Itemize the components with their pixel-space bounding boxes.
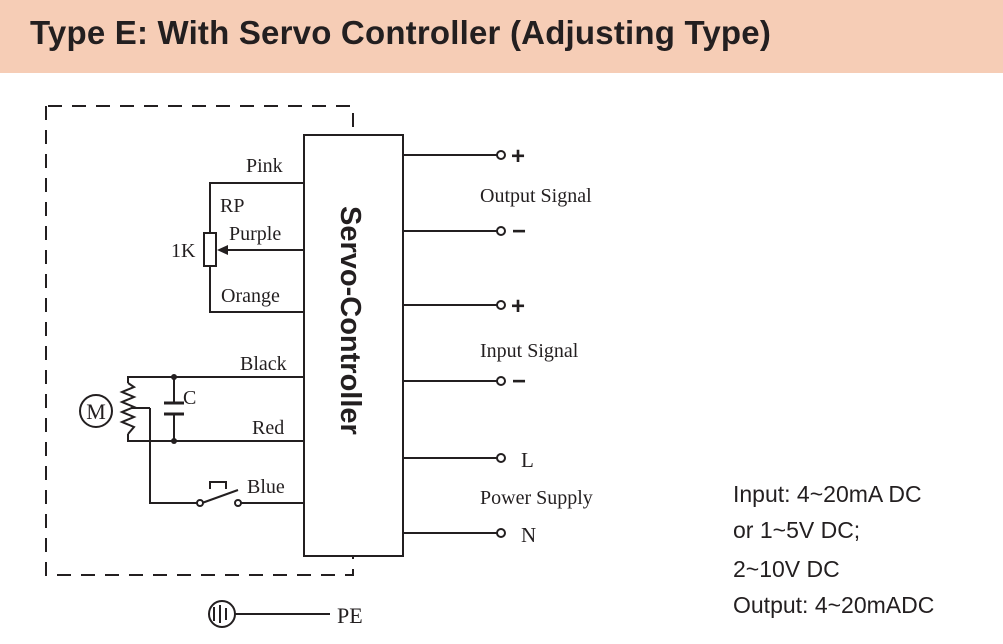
label-rp: RP	[220, 195, 244, 217]
spec-line-range-1: or 1~5V DC;	[733, 517, 861, 543]
spec-line-output: Output: 4~20mADC	[733, 592, 935, 618]
terminal-input-minus	[496, 376, 506, 386]
switch-contact-right	[234, 499, 242, 507]
controller-box	[303, 134, 404, 557]
terminal-label-output-minus: −	[512, 218, 526, 245]
label-blue: Blue	[247, 476, 285, 498]
switch-actuator	[209, 481, 227, 489]
page-title: Type E: With Servo Controller (Adjusting…	[30, 14, 772, 51]
controller-label: Servo-Controller	[334, 206, 366, 435]
junction-dot-red	[171, 438, 177, 444]
label-1k: 1K	[171, 240, 196, 262]
terminal-label-input-plus: +	[511, 293, 525, 320]
ground-symbol	[208, 600, 236, 628]
wire-pink	[209, 182, 304, 233]
motor-symbol	[79, 394, 113, 428]
label-pe: PE	[337, 603, 363, 628]
switch-contact-left	[196, 499, 204, 507]
label-orange: Orange	[221, 285, 280, 307]
wire-red	[127, 434, 304, 442]
label-purple: Purple	[229, 223, 281, 245]
group-power-supply: Power Supply	[480, 487, 593, 509]
potentiometer	[203, 232, 217, 267]
wire-black	[127, 376, 304, 383]
terminal-output-plus	[496, 150, 506, 160]
label-motor: M	[86, 399, 106, 424]
terminal-label-n: N	[521, 523, 536, 547]
junction-dot-black	[171, 374, 177, 380]
label-pink: Pink	[246, 155, 283, 177]
potentiometer-wiper-arrow	[217, 245, 228, 255]
wire-orange	[209, 266, 304, 313]
label-capacitor: C	[183, 387, 196, 409]
terminal-output-minus	[496, 226, 506, 236]
terminal-power-n	[496, 528, 506, 538]
terminal-label-input-minus: −	[512, 368, 526, 395]
label-black: Black	[240, 353, 287, 375]
terminal-input-plus	[496, 300, 506, 310]
spec-line-input: Input: 4~20mA DC	[733, 481, 922, 507]
group-input-signal: Input Signal	[480, 340, 579, 362]
header-banner: Type E: With Servo Controller (Adjusting…	[0, 0, 1003, 73]
group-output-signal: Output Signal	[480, 185, 592, 207]
enclosure-dashed-border	[45, 105, 354, 576]
wire-blue-return	[149, 408, 198, 504]
spec-line-range-2: 2~10V DC	[733, 556, 840, 582]
terminal-label-output-plus: +	[511, 143, 525, 170]
terminal-label-l: L	[521, 448, 534, 472]
label-red: Red	[252, 417, 284, 439]
switch-blade	[201, 489, 239, 504]
terminal-power-l	[496, 453, 506, 463]
